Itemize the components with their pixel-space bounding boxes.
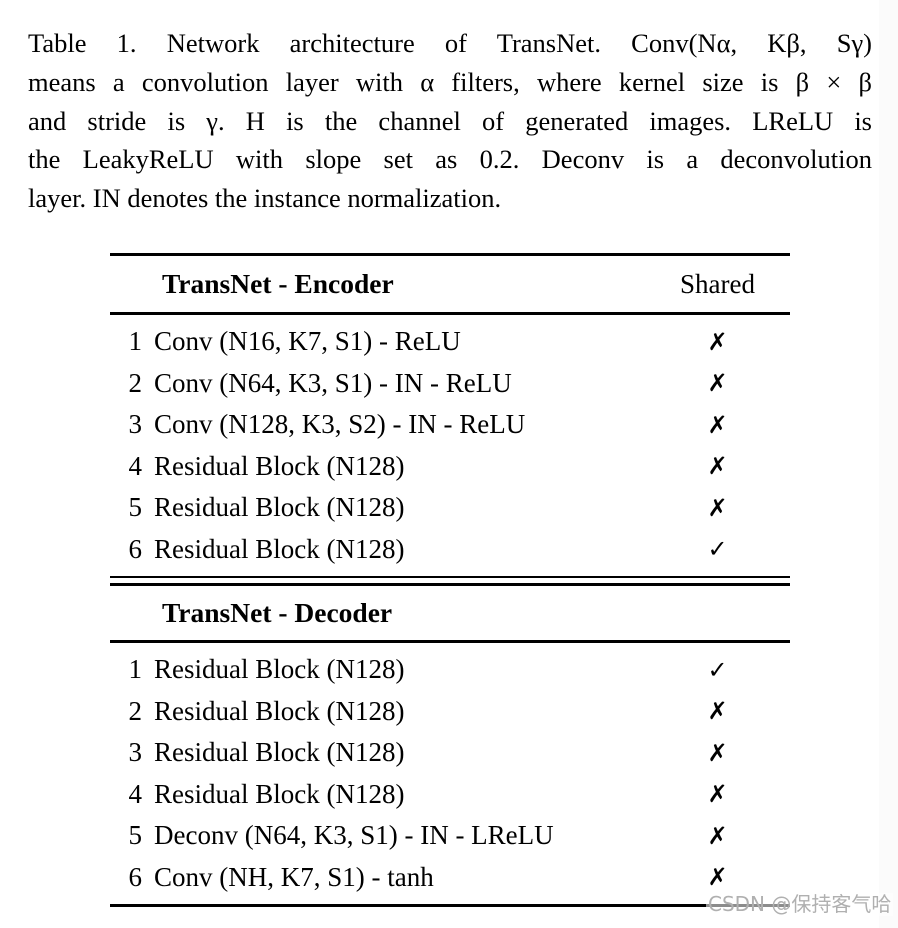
row-number: 3 <box>128 737 143 768</box>
table-row: 4 Residual Block (N128) ✗ <box>110 446 790 488</box>
encoder-header-row: TransNet - Encoder Shared <box>110 256 790 312</box>
row-shared-mark: ✗ <box>707 410 728 439</box>
row-shared-mark: ✗ <box>707 697 728 726</box>
row-number: 5 <box>128 820 143 851</box>
caption-line: means a convolution layer with α filters… <box>28 66 872 97</box>
row-number: 1 <box>128 654 143 685</box>
row-layer: Residual Block (N128) <box>154 492 405 523</box>
table-row: 5 Deconv (N64, K3, S1) - IN - LReLU ✗ <box>110 815 790 857</box>
row-layer: Conv (NH, K7, S1) - tanh <box>154 861 434 892</box>
table-row: 3 Conv (N128, K3, S2) - IN - ReLU ✗ <box>110 404 790 446</box>
row-shared-mark: ✗ <box>707 738 728 767</box>
table-caption: Table 1. Network architecture of TransNe… <box>28 24 872 218</box>
encoder-section-title: TransNet - Encoder <box>162 268 394 299</box>
table-row: 2 Residual Block (N128) ✗ <box>110 691 790 733</box>
caption-line: Table 1. Network architecture of TransNe… <box>28 28 872 58</box>
caption-line: the LeakyReLU with slope set as 0.2. Dec… <box>28 144 872 175</box>
row-shared-mark: ✗ <box>707 780 728 809</box>
page-edge-strip <box>879 0 898 928</box>
table-top-rule <box>110 253 790 256</box>
row-number: 5 <box>128 492 143 523</box>
row-number: 4 <box>128 778 143 809</box>
decoder-header-row: TransNet - Decoder <box>110 586 790 640</box>
table-row: 6 Conv (NH, K7, S1) - tanh ✗ <box>110 857 790 899</box>
row-layer: Residual Block (N128) <box>154 533 405 564</box>
row-number: 6 <box>128 533 143 564</box>
table-bottom-rule <box>110 904 790 907</box>
row-shared-mark: ✗ <box>707 369 728 398</box>
row-number: 1 <box>128 326 143 357</box>
caption-line: layer. IN denotes the instance normaliza… <box>28 183 502 214</box>
architecture-table: TransNet - Encoder Shared 1 Conv (N16, K… <box>110 253 790 907</box>
row-layer: Residual Block (N128) <box>154 737 405 768</box>
row-number: 2 <box>128 695 143 726</box>
caption-line: and stride is γ. H is the channel of gen… <box>28 105 872 136</box>
row-layer: Conv (N16, K7, S1) - ReLU <box>154 326 461 357</box>
decoder-header-rule <box>110 640 790 643</box>
row-shared-mark: ✗ <box>707 493 728 522</box>
row-number: 2 <box>128 367 143 398</box>
decoder-rows: 1 Residual Block (N128) ✓ 2 Residual Blo… <box>110 643 790 904</box>
row-number: 3 <box>128 409 143 440</box>
table-row: 6 Residual Block (N128) ✓ <box>110 529 790 571</box>
csdn-watermark: CSDN @保持客气哈 <box>706 892 894 916</box>
row-layer: Residual Block (N128) <box>154 450 405 481</box>
row-layer: Deconv (N64, K3, S1) - IN - LReLU <box>154 820 554 851</box>
table-row: 1 Residual Block (N128) ✓ <box>110 649 790 691</box>
row-layer: Conv (N128, K3, S2) - IN - ReLU <box>154 409 526 440</box>
row-layer: Conv (N64, K3, S1) - IN - ReLU <box>154 367 512 398</box>
row-shared-mark: ✓ <box>707 655 728 684</box>
decoder-section-title: TransNet - Decoder <box>162 597 393 628</box>
table-row: 3 Residual Block (N128) ✗ <box>110 732 790 774</box>
row-layer: Residual Block (N128) <box>154 695 405 726</box>
row-number: 6 <box>128 861 143 892</box>
row-number: 4 <box>128 450 143 481</box>
table-row: 1 Conv (N16, K7, S1) - ReLU ✗ <box>110 321 790 363</box>
row-shared-mark: ✗ <box>707 452 728 481</box>
shared-column-header: Shared <box>680 268 755 299</box>
table-row: 5 Residual Block (N128) ✗ <box>110 487 790 529</box>
table-row: 2 Conv (N64, K3, S1) - IN - ReLU ✗ <box>110 363 790 405</box>
encoder-header-rule <box>110 312 790 315</box>
section-divider-double-rule <box>110 576 790 586</box>
table-row: 4 Residual Block (N128) ✗ <box>110 774 790 816</box>
row-layer: Residual Block (N128) <box>154 654 405 685</box>
row-shared-mark: ✓ <box>707 535 728 564</box>
row-shared-mark: ✗ <box>707 821 728 850</box>
row-shared-mark: ✗ <box>707 327 728 356</box>
row-layer: Residual Block (N128) <box>154 778 405 809</box>
encoder-rows: 1 Conv (N16, K7, S1) - ReLU ✗ 2 Conv (N6… <box>110 315 790 576</box>
row-shared-mark: ✗ <box>707 863 728 892</box>
